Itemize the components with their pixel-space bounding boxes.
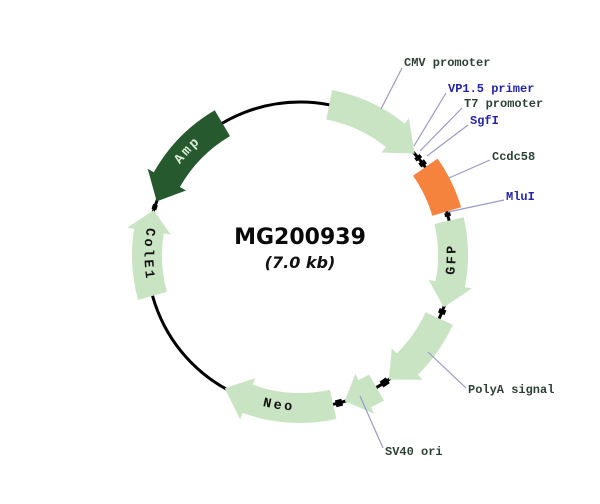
site-mark-polya-sv40-junction <box>379 377 390 388</box>
feature-label-cole1: ColE1 <box>139 227 156 282</box>
callout-polya-signal: PolyA signal <box>468 383 554 397</box>
leader-line-mlui <box>447 199 505 213</box>
leader-line-sv40-ori <box>359 395 384 449</box>
feature-neo <box>224 378 337 424</box>
feature-polya-signal <box>388 312 453 380</box>
site-mark-cole1-amp-junction <box>151 203 158 211</box>
leader-line-sgfi <box>426 124 469 157</box>
feature-cmv-promoter <box>326 90 415 154</box>
feature-cole1 <box>127 210 171 300</box>
callout-cmv-promoter: CMV promoter <box>404 56 490 70</box>
site-mark-gfp-polya-junction <box>438 308 447 316</box>
leader-line-polya-signal <box>427 351 467 389</box>
feature-sv40-ori <box>344 373 384 414</box>
leader-line-t7-promoter <box>419 107 463 152</box>
site-mark-sv40-neo-junction <box>334 398 344 408</box>
feature-ccdc58 <box>413 158 462 216</box>
feature-label-gfp: GFP <box>444 243 460 276</box>
site-mark-mlui-site <box>444 211 452 218</box>
callout-ccdc58: Ccdc58 <box>492 150 535 164</box>
feature-amp <box>147 110 230 202</box>
callout-sv40-ori: SV40 ori <box>385 445 443 459</box>
callout-mlui: MluI <box>506 190 535 204</box>
site-mark-sgfi-site <box>418 159 427 168</box>
leader-line-vp15-primer <box>413 92 447 147</box>
callout-vp15-primer: VP1.5 primer <box>448 82 534 96</box>
feature-gfp <box>428 217 472 308</box>
leader-line-ccdc58 <box>448 159 491 179</box>
callout-t7-promoter: T7 promoter <box>464 97 543 111</box>
site-mark-vp15-t7-site <box>414 153 423 162</box>
leader-line-cmv-promoter <box>380 67 403 110</box>
callout-sgfi: SgfI <box>470 114 499 128</box>
feature-label-neo: Neo <box>262 396 296 415</box>
